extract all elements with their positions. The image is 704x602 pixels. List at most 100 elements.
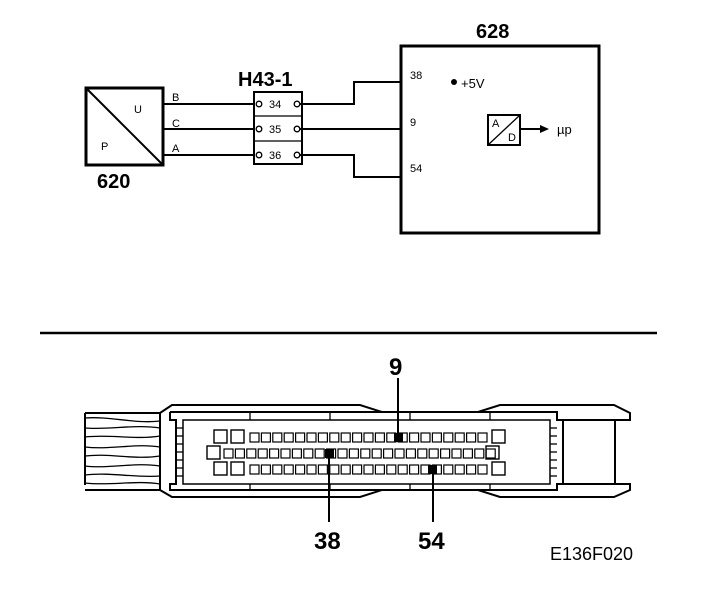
sensor-id: 620 <box>97 171 130 193</box>
plug-pin <box>283 432 294 443</box>
connector-pin-dot <box>293 125 301 133</box>
ecu-628: 628 38 9 54 +5V A D µp <box>399 21 601 235</box>
supply-node <box>451 79 457 85</box>
ecu-plug-view <box>84 404 631 498</box>
plug-pin <box>295 464 306 475</box>
plug-pin <box>340 432 351 443</box>
plug-pin <box>246 448 257 459</box>
connector-id: H43-1 <box>238 69 292 91</box>
plug-pin <box>340 464 351 475</box>
plug-pin <box>363 432 374 443</box>
plug-pin <box>405 448 416 459</box>
adc-label-a: A <box>492 118 500 130</box>
plug-pin <box>485 448 496 459</box>
plug-pin <box>280 448 291 459</box>
plug-pin <box>306 464 317 475</box>
plug-pins <box>206 429 506 476</box>
plug-pin <box>477 432 488 443</box>
plug-pin <box>409 432 420 443</box>
housing-frame <box>169 411 564 491</box>
plug-pin <box>443 464 454 475</box>
plug-pin-large <box>213 461 228 476</box>
connector-pin-dot <box>293 100 301 108</box>
plug-pin <box>383 448 394 459</box>
callout-54: 54 <box>418 528 445 555</box>
adc-label-d: D <box>508 132 516 144</box>
plug-pin <box>272 464 283 475</box>
plug-pin <box>394 448 405 459</box>
plug-pin <box>371 448 382 459</box>
plug-pin <box>451 448 462 459</box>
sensor-diagonal <box>85 87 164 166</box>
plug-pin <box>303 448 314 459</box>
housing-ribs <box>176 412 557 490</box>
plug-pin <box>269 448 280 459</box>
plug-pin <box>329 432 340 443</box>
plug-pin <box>317 432 328 443</box>
connector-pin-dot <box>293 151 301 159</box>
plug-pin <box>428 448 439 459</box>
plug-pin <box>409 464 420 475</box>
plug-pin <box>249 432 260 443</box>
plug-pin <box>306 432 317 443</box>
connector-h43-1: H43-1 34 35 36 <box>238 69 303 165</box>
plug-pin-large <box>491 429 506 444</box>
plug-pin <box>454 464 465 475</box>
plug-pin <box>317 464 328 475</box>
plug-pin <box>249 464 260 475</box>
plug-pin <box>314 448 325 459</box>
connector-pin-35: 35 <box>269 124 281 136</box>
arrow-icon <box>540 125 549 133</box>
plug-pin-9-highlight <box>394 433 403 442</box>
plug-pin <box>352 432 363 443</box>
plug-pin-large <box>230 429 245 444</box>
connector-pin-dot <box>255 100 263 108</box>
sensor-label-u: U <box>134 104 142 116</box>
plug-pin-large <box>491 461 506 476</box>
sensor-620: U P 620 <box>84 86 165 193</box>
connector-pin-dot <box>255 125 263 133</box>
plug-pin <box>374 432 385 443</box>
supply-label: +5V <box>461 76 485 91</box>
connector-pin-dot <box>255 151 263 159</box>
plug-pin <box>466 464 477 475</box>
plug-pin <box>257 448 268 459</box>
plug-pin <box>223 448 234 459</box>
plug-pin <box>474 448 485 459</box>
plug-pin <box>234 448 245 459</box>
plug-pin <box>477 464 488 475</box>
callout-38: 38 <box>314 528 341 555</box>
plug-pin-large <box>206 445 221 460</box>
plug-pin <box>260 432 271 443</box>
connector-pin-36: 36 <box>269 150 281 162</box>
plug-pin <box>431 432 442 443</box>
plug-pin <box>295 432 306 443</box>
plug-pin <box>417 448 428 459</box>
plug-pin-large <box>230 461 245 476</box>
plug-pin <box>363 464 374 475</box>
plug-pin-large <box>213 429 228 444</box>
plug-pin <box>443 432 454 443</box>
plug-pin <box>260 464 271 475</box>
callout-9: 9 <box>389 354 402 381</box>
plug-pin <box>352 464 363 475</box>
ecu-pin-9: 9 <box>410 117 416 129</box>
mcu-label: µp <box>557 122 572 137</box>
cable-bundle <box>84 413 161 485</box>
plug-pin <box>466 432 477 443</box>
plug-pin <box>272 432 283 443</box>
plug-pin <box>420 432 431 443</box>
plug-pin <box>397 464 408 475</box>
ecu-id: 628 <box>476 21 509 43</box>
plug-pin <box>337 448 348 459</box>
plug-pin <box>291 448 302 459</box>
housing-outline <box>85 404 631 498</box>
sensor-pin-c: C <box>172 118 180 130</box>
plug-pin <box>440 448 451 459</box>
plug-pin <box>348 448 359 459</box>
ecu-pin-54: 54 <box>410 163 422 175</box>
sensor-pin-a: A <box>172 143 180 155</box>
plug-pin <box>462 448 473 459</box>
adc-diagonal <box>487 114 521 146</box>
